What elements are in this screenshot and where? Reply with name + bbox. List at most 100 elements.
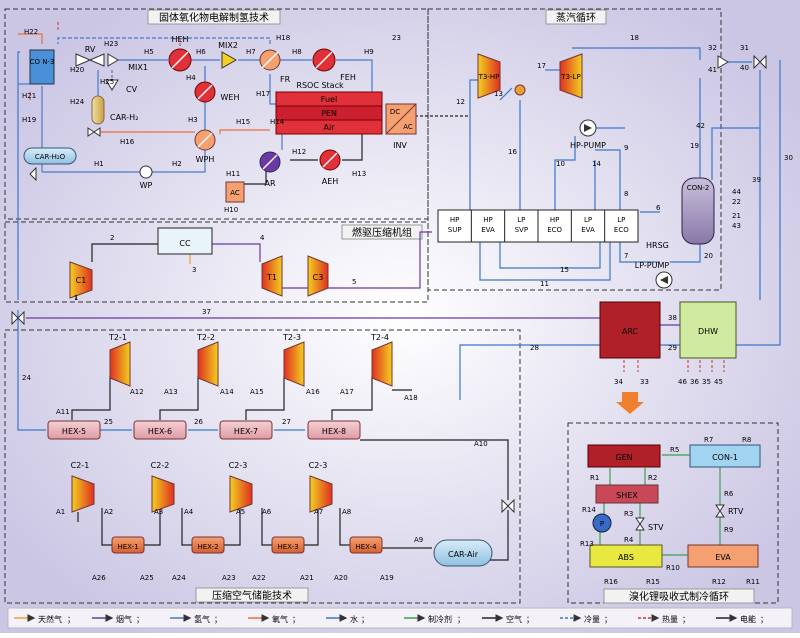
rtv-valve[interactable]: RTV <box>715 504 744 518</box>
inv-ac-label: AC <box>403 123 413 131</box>
label-a19: A19 <box>380 574 394 582</box>
lp-pump[interactable]: LP-PUMP <box>635 261 673 289</box>
label-n46: 46 <box>678 378 687 386</box>
hex-top-6[interactable]: HEX-6 <box>133 420 187 440</box>
legend-label: 电能 <box>740 614 756 624</box>
valve-31-40[interactable] <box>753 54 767 70</box>
t2-turbine-4[interactable]: T2-4 <box>370 333 393 387</box>
rv-valve[interactable]: RV <box>75 45 105 67</box>
fr-recuperator[interactable]: FR <box>259 49 291 84</box>
c2-compressor-3[interactable]: C2-3 <box>229 461 253 513</box>
wph-heater[interactable]: WPH <box>194 129 216 164</box>
mix1[interactable]: MIX1 <box>107 53 148 72</box>
car-h2o-tank[interactable]: CAR-H₂O <box>23 147 77 165</box>
car-h2-tank[interactable]: CAR-H₂ <box>91 95 138 125</box>
label-h6: H6 <box>196 48 206 56</box>
valve-left-main[interactable] <box>11 310 25 326</box>
label-n34: 34 <box>614 378 623 386</box>
label-h18: H18 <box>276 34 290 42</box>
label-a11: A11 <box>56 408 70 416</box>
label-n9: 9 <box>624 144 628 152</box>
pipe-18 <box>572 47 701 60</box>
c2-compressor-1[interactable]: C2-1 <box>71 461 95 513</box>
t2-label: T2-2 <box>196 333 215 342</box>
hp-pump[interactable]: HP-PUMP <box>570 119 606 150</box>
label-h16: H16 <box>120 138 135 146</box>
legend-label: 冷量 <box>584 614 600 624</box>
hex-bottom-label: HEX-4 <box>355 543 377 551</box>
car-air-tank[interactable]: CAR-Air <box>433 539 493 567</box>
hex-bottom-3[interactable]: HEX-3 <box>271 536 305 554</box>
p-pump[interactable]: P <box>592 513 612 533</box>
hex-top-5[interactable]: HEX-5 <box>47 420 101 440</box>
aeh-heater[interactable]: AEH <box>319 149 341 186</box>
legend-separator: ； <box>214 615 222 624</box>
hex-bottom-4[interactable]: HEX-4 <box>349 536 383 554</box>
hex-bottom-1[interactable]: HEX-1 <box>111 536 145 554</box>
splitter-32-41[interactable] <box>717 55 729 69</box>
valve-left-soec[interactable] <box>29 166 37 182</box>
pipe-h23 <box>57 37 271 44</box>
wp-pump[interactable]: WP <box>139 165 153 190</box>
stv-valve[interactable]: STV <box>635 517 664 532</box>
weh-heater[interactable]: WEH <box>194 81 239 103</box>
legend-item: 天然气； <box>14 614 75 624</box>
cv-valve[interactable]: CV <box>105 79 138 94</box>
valve-h16[interactable] <box>87 127 101 137</box>
c3-compressor[interactable]: C3 <box>307 255 329 297</box>
ar-heater[interactable]: AR <box>259 151 281 188</box>
rsoc-stack[interactable]: RSOC Stack Fuel PEN Air <box>275 81 383 135</box>
shex-exchanger[interactable]: SHEX <box>595 484 659 504</box>
feh-heater[interactable]: FEH <box>312 48 356 82</box>
wph-label: WPH <box>196 155 215 164</box>
pipe-a7 <box>302 508 319 546</box>
arc-chiller[interactable]: ARC <box>599 301 661 359</box>
con2-condenser[interactable]: CON-2 <box>681 177 715 245</box>
label-n30: 30 <box>784 154 793 162</box>
c2-label: C2-2 <box>151 461 170 470</box>
hex-top-7[interactable]: HEX-7 <box>219 420 273 440</box>
aeh-label: AEH <box>322 177 339 186</box>
rv-label: RV <box>85 45 96 54</box>
ac-compressor[interactable]: AC <box>225 181 245 203</box>
label-a2: A2 <box>104 508 113 516</box>
t1-turbine[interactable]: T1 <box>261 255 283 297</box>
abs-absorber[interactable]: ABS <box>589 544 663 568</box>
c2-compressor-2[interactable]: C2-2 <box>151 461 175 513</box>
label-n19: 19 <box>690 142 699 150</box>
mix2[interactable]: MIX2 <box>218 41 238 69</box>
legend-item: 水； <box>326 614 369 624</box>
pipe-a15-a16 <box>245 376 285 420</box>
abs-section-box <box>567 422 779 604</box>
c2-compressor-4[interactable]: C2-3 <box>309 461 333 513</box>
hex-top-8[interactable]: HEX-8 <box>307 420 361 440</box>
caes-throttle-valve[interactable] <box>501 498 515 514</box>
t2-turbine-1[interactable]: T2-1 <box>108 333 131 387</box>
inverter[interactable]: DC AC INV <box>385 103 417 150</box>
c1-compressor[interactable]: C1 <box>69 261 93 299</box>
t3-lp-turbine[interactable]: T3-LP <box>559 53 583 99</box>
dhw-heater[interactable]: DHW <box>679 301 737 359</box>
t2-turbine-3[interactable]: T2-3 <box>282 333 305 387</box>
down-arrow <box>616 392 644 414</box>
ar-label: AR <box>264 179 275 188</box>
legend-item: 烟气； <box>92 614 144 624</box>
label-h5: H5 <box>144 48 154 56</box>
label-r11: R11 <box>746 578 760 586</box>
abs-label: ABS <box>618 553 634 562</box>
label-h22: H22 <box>24 28 38 36</box>
section-titles: 固体氧化物电解制氢技术 蒸汽循环 燃驱压缩机组 压缩空气储能技术 溴化锂吸收式制… <box>147 9 755 604</box>
hex-bottom-2[interactable]: HEX-2 <box>191 536 225 554</box>
co-n3[interactable]: CO N-3 <box>29 49 55 85</box>
t2-turbine-2[interactable]: T2-2 <box>196 333 219 387</box>
pipe-4 <box>210 243 261 262</box>
con1-condenser[interactable]: CON-1 <box>689 444 761 468</box>
cc-combustor[interactable]: CC <box>157 227 213 255</box>
soec-title: 固体氧化物电解制氢技术 <box>159 11 269 24</box>
eva-evaporator[interactable]: EVA <box>687 544 759 568</box>
legend-label: 氢气 <box>194 614 210 624</box>
wp-label: WP <box>140 181 153 190</box>
t3-lp-label: T3-LP <box>560 73 580 81</box>
gen-generator[interactable]: GEN <box>587 444 661 468</box>
t3-hp-turbine[interactable]: T3-HP <box>477 53 501 99</box>
